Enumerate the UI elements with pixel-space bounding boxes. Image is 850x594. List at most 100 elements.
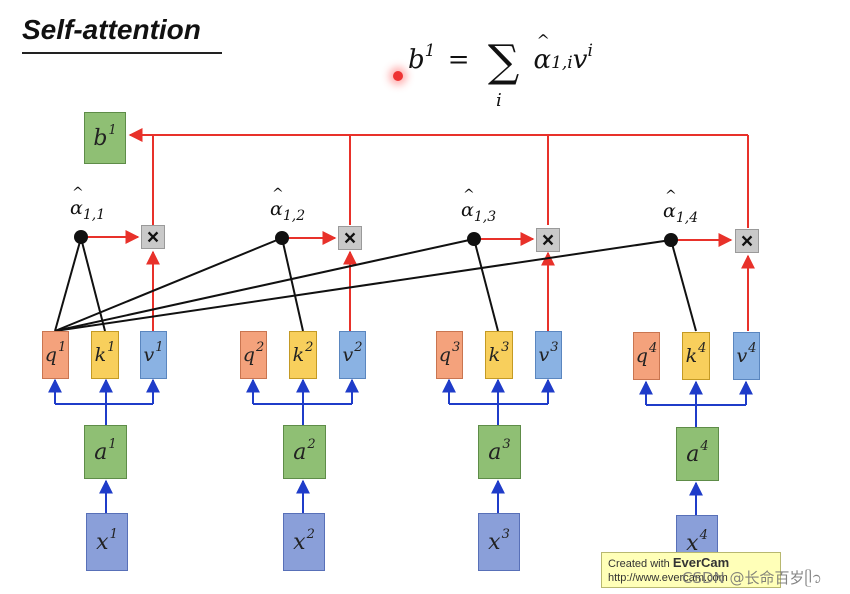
alpha-label-3: α1,3: [461, 199, 496, 225]
a-letter: a: [686, 441, 700, 467]
v-letter: v: [143, 344, 155, 366]
formula-lhs-sup: 1: [424, 41, 436, 61]
k-sup: 3: [501, 339, 510, 355]
a-sup: 1: [108, 436, 117, 452]
a-letter: a: [488, 439, 502, 465]
watermark-url: http://www.evercam.com: [608, 572, 728, 584]
alpha-sub: 1,2: [282, 208, 306, 224]
a-letter: a: [293, 439, 307, 465]
q-sup: 3: [451, 339, 461, 355]
v-sup: 4: [748, 340, 757, 356]
formula: b1 = ∑ i ^α1,ivi: [408, 28, 593, 111]
formula-sum-sub: i: [496, 90, 502, 111]
alpha-letter: α: [461, 199, 474, 221]
title-underline: [22, 52, 222, 54]
output-b-sup: 1: [108, 122, 117, 138]
formula-lhs: b: [408, 45, 425, 75]
alpha-label-2: α1,2: [270, 198, 305, 224]
alpha-sub: 1,1: [82, 207, 106, 223]
k-sup: 2: [305, 339, 314, 355]
cursor-pointer-dot: [393, 71, 403, 81]
formula-v: v: [572, 45, 588, 75]
formula-v-sup: i: [587, 41, 593, 61]
k-letter: k: [292, 344, 305, 366]
k-letter: k: [685, 345, 698, 367]
alpha-letter: α: [663, 200, 676, 222]
q-letter: q: [438, 344, 451, 366]
slide-title: Self-attention: [22, 14, 201, 45]
x-sup: 4: [699, 527, 708, 543]
formula-equals: =: [447, 45, 470, 75]
a-sup: 2: [307, 436, 316, 452]
q-letter: q: [635, 345, 648, 367]
multiply-box-3: ×: [536, 228, 560, 252]
k-sup: 1: [107, 339, 116, 355]
v-letter: v: [538, 344, 550, 366]
alpha-to-mult-arrows: [86, 230, 733, 247]
x-sup: 2: [306, 526, 315, 542]
k-letter: k: [94, 344, 107, 366]
a-letter: a: [94, 439, 108, 465]
x-letter: x: [96, 529, 109, 555]
v-sup: 2: [354, 339, 363, 355]
multiply-box-2: ×: [338, 226, 362, 250]
v-sup: 3: [550, 339, 559, 355]
multiply-box-1: ×: [141, 225, 165, 249]
formula-alpha-wrap: ^α: [533, 31, 552, 75]
alpha-label-4: α1,4: [663, 200, 698, 226]
q-sup: 4: [648, 340, 658, 356]
v-letter: v: [342, 344, 354, 366]
q-letter: q: [242, 344, 255, 366]
k-letter: k: [488, 344, 501, 366]
watermark-prefix: Created with: [608, 558, 673, 570]
alpha-letter: α: [270, 198, 283, 220]
evercam-watermark: Created with EverCam http://www.evercam.…: [601, 552, 781, 588]
attention-lines: [54, 237, 697, 332]
k-sup: 4: [698, 340, 707, 356]
alpha-label-1: α1,1: [70, 197, 105, 223]
x-letter: x: [686, 530, 699, 556]
q-sup: 2: [255, 339, 265, 355]
v-sup: 1: [155, 339, 164, 355]
formula-alpha-sub: 1,i: [551, 53, 573, 73]
x-sup: 3: [501, 526, 510, 542]
formula-sum: ∑: [487, 36, 520, 87]
formula-alpha: α: [533, 45, 552, 75]
x-letter: x: [293, 529, 306, 555]
sum-lines: [128, 128, 749, 228]
q-sup: 1: [57, 339, 67, 355]
alpha-dots: [74, 230, 678, 247]
x-sup: 1: [109, 526, 118, 542]
a-sup: 4: [700, 438, 709, 454]
v-to-mult-arrows: [146, 250, 755, 331]
v-letter: v: [736, 345, 748, 367]
alpha-sub: 1,3: [473, 209, 497, 225]
watermark-brand: EverCam: [672, 555, 730, 570]
projection-wires: [48, 378, 753, 515]
alpha-letter: α: [70, 197, 83, 219]
multiply-box-4: ×: [735, 229, 759, 253]
q-letter: q: [44, 344, 57, 366]
a-sup: 3: [502, 436, 511, 452]
output-b-letter: b: [93, 125, 108, 151]
